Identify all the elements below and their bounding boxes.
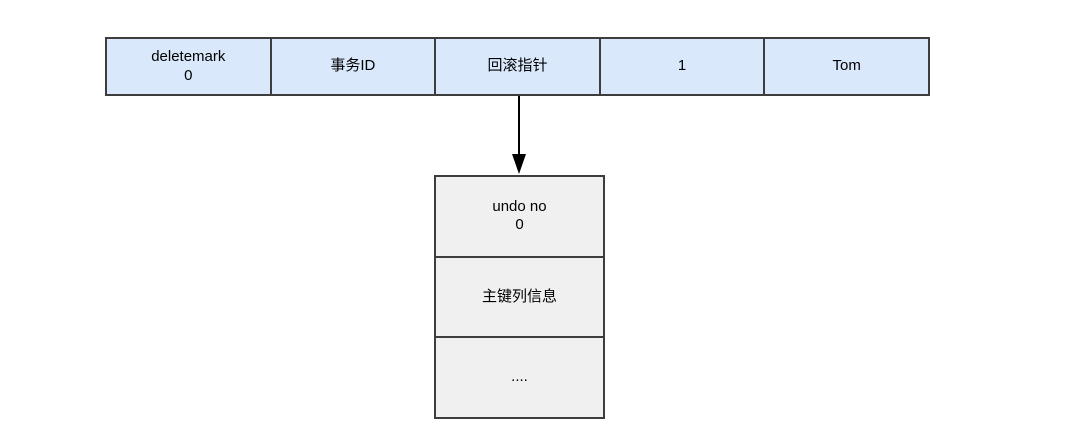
record-cell-transaction-id: 事务ID [270, 37, 436, 96]
record-cell-rollback-pointer: 回滚指针 [435, 37, 600, 96]
undo-cell-undo-no: undo no 0 [434, 175, 605, 257]
record-cell-name: Tom [764, 37, 930, 96]
undo-cell-ellipsis: .... [434, 337, 605, 420]
arrow-down-icon [512, 96, 526, 174]
record-cell-deletemark: deletemark 0 [105, 37, 271, 96]
record-cell-primary-key: 1 [599, 37, 765, 96]
undo-cell-primary-key-info: 主键列信息 [434, 256, 605, 338]
record-row: deletemark 0 事务ID 回滚指针 1 Tom [105, 37, 930, 96]
undo-log-box: undo no 0 主键列信息 .... [434, 175, 605, 420]
